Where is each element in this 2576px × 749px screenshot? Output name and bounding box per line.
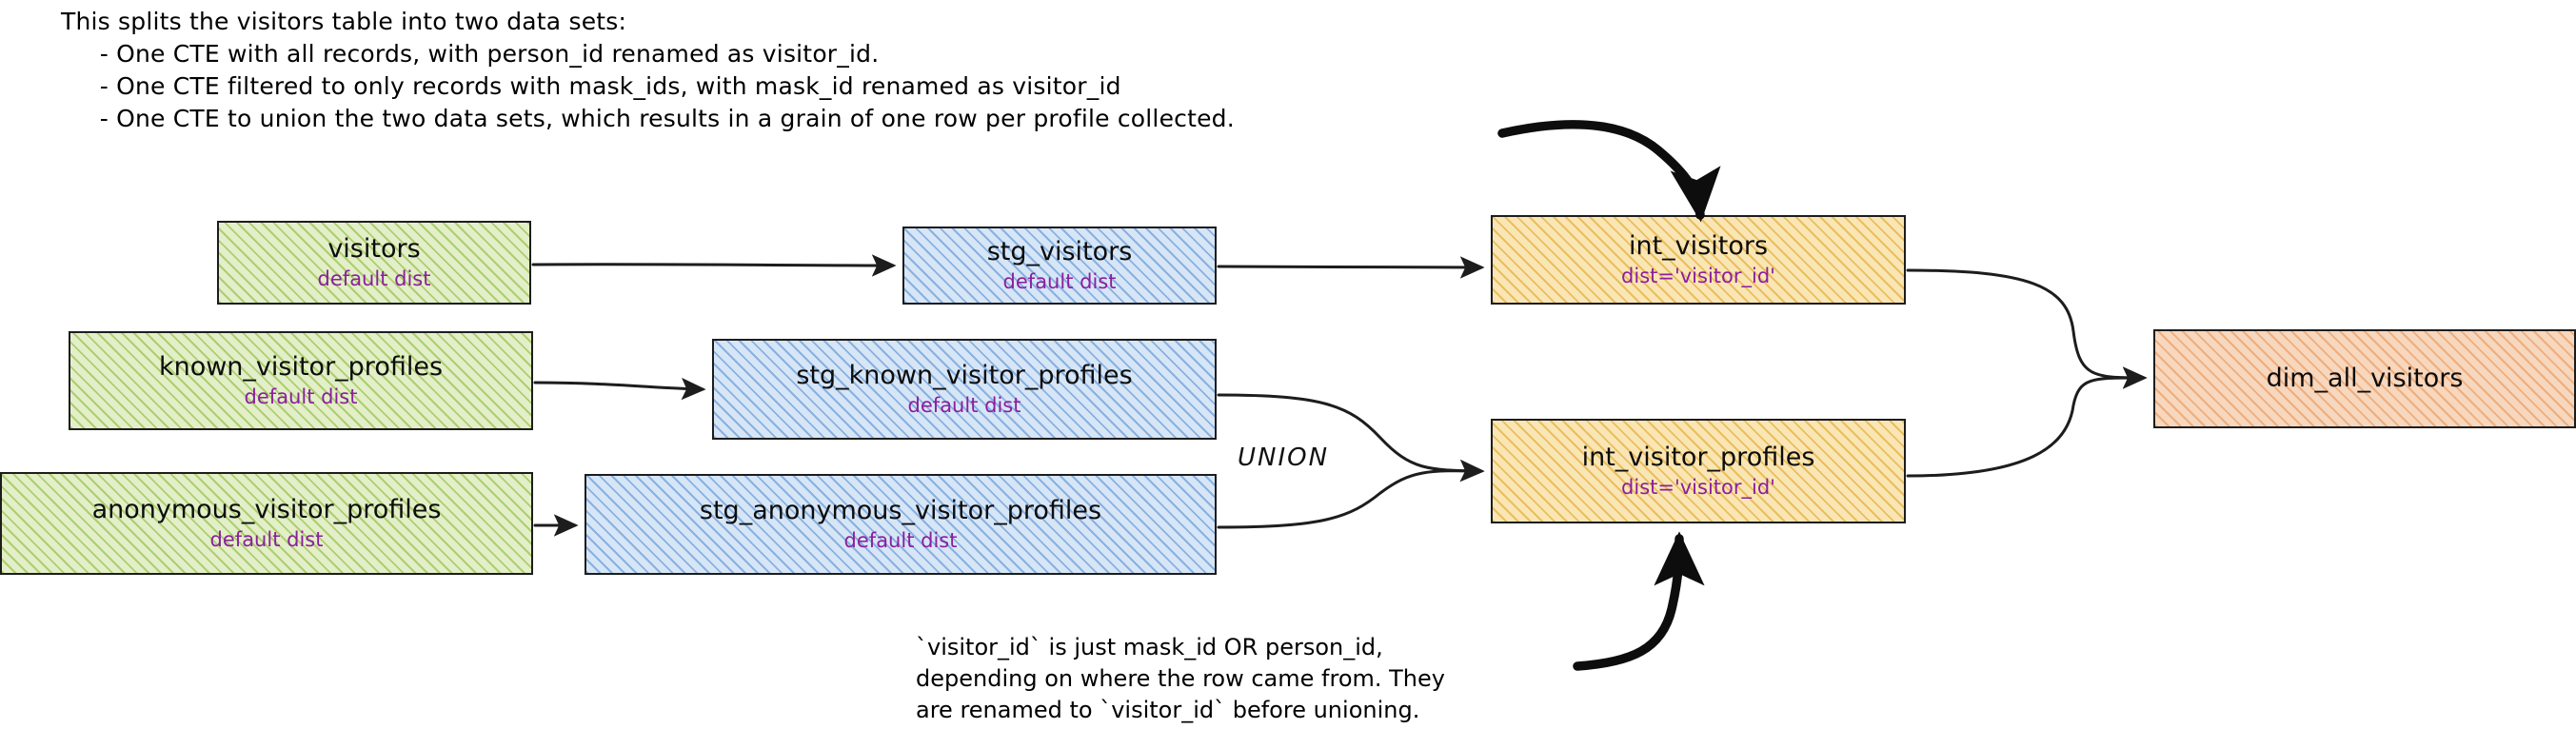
- node-subtitle: default dist: [1002, 269, 1117, 293]
- edge-int-visitors-to-dim: [1906, 268, 2148, 389]
- callout-arrow-bottom-note-to-int-profiles: [1573, 531, 1705, 671]
- union-edge-label: UNION: [1238, 443, 1330, 472]
- node-title: stg_visitors: [986, 237, 1133, 267]
- node-title: dim_all_visitors: [2266, 363, 2464, 393]
- node-visitors[interactable]: visitors default dist: [217, 221, 531, 305]
- node-title: known_visitor_profiles: [158, 352, 444, 383]
- node-stg-visitors[interactable]: stg_visitors default dist: [902, 227, 1217, 305]
- node-int-visitors[interactable]: int_visitors dist='visitor_id': [1491, 215, 1906, 305]
- bottom-annotation-text: `visitor_id` is just mask_id OR person_i…: [916, 634, 1445, 723]
- node-stg-anonymous-visitor-profiles[interactable]: stg_anonymous_visitor_profiles default d…: [585, 474, 1217, 575]
- node-title: stg_anonymous_visitor_profiles: [699, 496, 1102, 526]
- callout-arrow-top-note-to-int-visitors: [1497, 120, 1721, 223]
- node-title: int_visitors: [1628, 231, 1769, 262]
- node-subtitle: default dist: [244, 384, 358, 408]
- node-subtitle: default dist: [317, 266, 431, 290]
- node-dim-all-visitors[interactable]: dim_all_visitors: [2153, 329, 2576, 428]
- edge-stg-visitors-to-int-visitors: [1217, 256, 1485, 279]
- node-int-visitor-profiles[interactable]: int_visitor_profiles dist='visitor_id': [1491, 419, 1906, 523]
- node-title: anonymous_visitor_profiles: [91, 495, 442, 525]
- node-subtitle: default dist: [907, 393, 1021, 417]
- node-title: stg_known_visitor_profiles: [796, 361, 1133, 391]
- edge-known-to-stg-known: [533, 377, 706, 401]
- node-subtitle: dist='visitor_id': [1621, 264, 1775, 287]
- node-title: int_visitor_profiles: [1581, 443, 1815, 473]
- node-stg-known-visitor-profiles[interactable]: stg_known_visitor_profiles default dist: [712, 339, 1217, 440]
- edge-int-profiles-to-dim: [1906, 366, 2148, 478]
- node-subtitle: default dist: [843, 528, 958, 552]
- node-title: visitors: [327, 234, 421, 265]
- edge-stg-anonymous-to-int-profiles: [1217, 459, 1485, 529]
- edge-visitors-to-stg-visitors: [531, 254, 897, 277]
- node-anonymous-visitor-profiles[interactable]: anonymous_visitor_profiles default dist: [0, 472, 533, 575]
- top-annotation-text: This splits the visitors table into two …: [61, 8, 1235, 132]
- node-subtitle: dist='visitor_id': [1621, 475, 1775, 499]
- node-known-visitor-profiles[interactable]: known_visitor_profiles default dist: [69, 331, 533, 430]
- node-subtitle: default dist: [209, 527, 324, 551]
